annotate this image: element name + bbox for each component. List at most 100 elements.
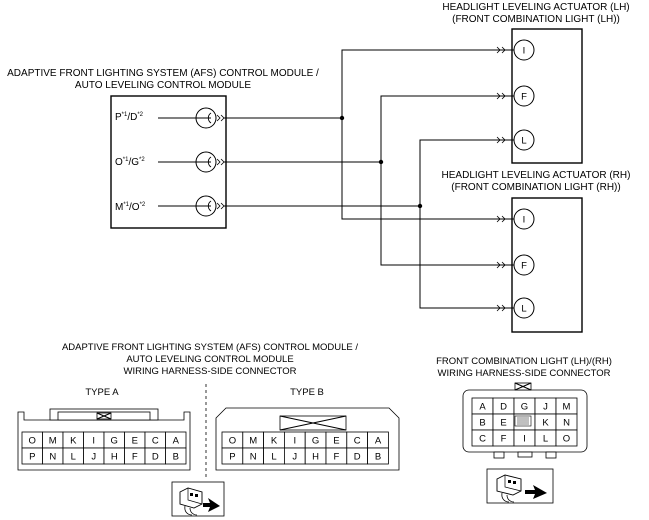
actuator-lh-pin-label: F [521, 92, 527, 103]
actuator-lh-pin-f: F [496, 85, 535, 107]
type-a-pin-cell: J [83, 447, 105, 465]
type-b-pin-label: C [354, 436, 361, 447]
type-b-pin-label: B [375, 452, 381, 463]
front-pin-label: O [563, 434, 570, 445]
afs-terminal-row-2: O*1/G*2 [115, 157, 145, 168]
front-pin-cell: I [513, 429, 536, 447]
actuator-lh-title-line2: (FRONT COMBINATION LIGHT (LH)) [452, 14, 620, 25]
wire-m [232, 139, 512, 309]
type-b-pin-cell: N [242, 447, 265, 465]
afs-connector-title-line2: AUTO LEVELING CONTROL MODULE [126, 354, 293, 365]
actuator-rh-pin-label: L [521, 304, 526, 315]
type-b-pin-cell: P [221, 447, 244, 465]
type-b-pin-label: O [229, 436, 236, 447]
afs-connector-title-line3: WIRING HARNESS-SIDE CONNECTOR [124, 366, 297, 377]
wire-p [232, 49, 512, 220]
type-b-pin-cell: I [283, 431, 306, 449]
splice-dot-o [378, 159, 384, 165]
type-a-pin-label: L [71, 452, 76, 463]
front-pin-label: M [563, 402, 571, 413]
type-a-pin-label: M [49, 436, 57, 447]
actuator-rh-pin-label: I [523, 215, 526, 226]
afs-terminal-symbols [158, 107, 232, 217]
front-pin-label: I [523, 434, 526, 445]
type-b-pin-label: G [312, 436, 319, 447]
type-a-pin-cell: M [42, 431, 64, 449]
type-a-pin-label: J [91, 452, 96, 463]
type-a-pin-cell: N [42, 447, 64, 465]
front-pin-label: N [563, 418, 570, 429]
type-b-pin-label: A [375, 436, 382, 447]
type-b-pin-label: F [333, 452, 339, 463]
front-pin-cell: J [534, 397, 557, 415]
type-a-pin-label: O [29, 436, 36, 447]
type-a-pin-label: G [111, 436, 118, 447]
front-pin-label: C [479, 434, 486, 445]
type-b-pin-label: N [250, 452, 257, 463]
front-pin-label: L [543, 434, 548, 445]
type-a-pin-label: N [49, 452, 56, 463]
type-a-pin-cell: D [144, 447, 166, 465]
type-b-pin-cell: G [304, 431, 327, 449]
type-a-pin-cell: F [124, 447, 146, 465]
actuator-lh-pin-l: L [496, 129, 535, 151]
afs-terminal-row-3: M*1/O*2 [115, 202, 146, 213]
lock-tab-icon [514, 415, 532, 427]
type-a-pin-label: B [173, 452, 179, 463]
actuator-rh-pin-label: F [521, 261, 527, 272]
type-a-pin-label: I [92, 436, 95, 447]
type-a-pin-label: C [152, 436, 159, 447]
type-a-pin-label: P [29, 452, 35, 463]
type-a-pin-cell: P [21, 447, 43, 465]
type-a-pin-label: E [132, 436, 138, 447]
front-pin-cell: D [492, 397, 515, 415]
type-b-pin-cell: A [367, 431, 389, 449]
front-connector-view-icon [486, 468, 554, 504]
front-pin-label: J [543, 402, 548, 413]
front-pin-cell: M [555, 397, 578, 415]
type-a-pin-label: A [173, 436, 180, 447]
type-b-pin-label: H [312, 452, 319, 463]
front-pin-cell: C [471, 429, 494, 447]
actuator-lh-pin-label: I [523, 46, 526, 57]
type-b-pin-cell: M [242, 431, 265, 449]
actuator-rh-title-line2: (FRONT COMBINATION LIGHT (RH)) [451, 182, 620, 193]
front-pin-cell: L [534, 429, 557, 447]
front-pin-cell: G [513, 397, 536, 415]
actuator-lh-title-line1: HEADLIGHT LEVELING ACTUATOR (LH) [442, 2, 629, 13]
front-pin-label: A [479, 402, 486, 413]
type-a-pin-label: D [152, 452, 159, 463]
afs-module-title-line1: ADAPTIVE FRONT LIGHTING SYSTEM (AFS) CON… [7, 68, 319, 79]
actuator-rh-title-line1: HEADLIGHT LEVELING ACTUATOR (RH) [442, 170, 631, 181]
type-a-pin-label: F [132, 452, 138, 463]
type-a-pin-cell: A [165, 431, 187, 449]
afs-connector-title-line1: ADAPTIVE FRONT LIGHTING SYSTEM (AFS) CON… [62, 342, 358, 353]
svg-text:M*1/O*2: M*1/O*2 [115, 202, 146, 213]
type-b-pin-cell: D [346, 447, 368, 465]
type-a-pin-cell: C [144, 431, 166, 449]
wire-o [232, 95, 512, 266]
type-a-pin-cell: H [103, 447, 125, 465]
type-b-pin-cell: J [283, 447, 306, 465]
type-b-pin-cell: C [346, 431, 368, 449]
type-a-pin-label: K [70, 436, 77, 447]
front-pin-cell: F [492, 429, 515, 447]
type-b-pin-cell: K [263, 431, 285, 449]
type-a-pin-cell: B [165, 447, 187, 465]
type-b-label: TYPE B [290, 387, 324, 398]
front-pin-cell: E [492, 413, 515, 431]
front-pin-label: D [500, 402, 507, 413]
type-b-pin-cell: E [325, 431, 348, 449]
type-b-pin-label: D [354, 452, 361, 463]
type-a-pin-cell: L [62, 447, 84, 465]
type-b-pin-label: J [292, 452, 297, 463]
front-pin-cell: B [471, 413, 494, 431]
type-a-pin-cell: G [103, 431, 125, 449]
type-a-pin-cell: E [124, 431, 146, 449]
actuator-lh-pin-label: L [521, 136, 526, 147]
type-b-pin-cell: O [221, 431, 244, 449]
